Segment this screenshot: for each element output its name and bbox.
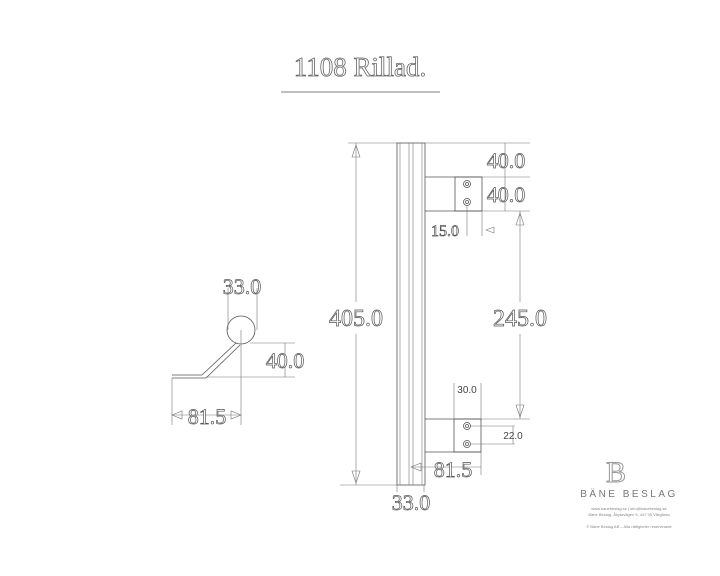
brand-address: Bäne Beslag, Åkytavägen 5, 447 95 Vårgår… [588,512,670,517]
dim-bracket-height: 40.0 [487,182,526,207]
dim-total-length: 405.0 [329,306,383,332]
end-dim-height: 40.0 [266,348,305,373]
end-dim-diameter: 33.0 [223,274,262,299]
handle-side-view [396,142,426,486]
dim-diameter: 33.0 [392,490,431,515]
brand-logo: B [606,456,626,489]
bottom-bracket [425,418,482,453]
dim-plate-width: 30.0 [457,385,477,396]
drawing-title: 1108 Rillad. [294,52,427,82]
brand-name: BÄNE BESLAG [580,488,678,500]
dim-center-distance: 245.0 [493,306,547,332]
top-bracket [425,176,483,212]
handle-end-view [171,288,295,425]
dim-hole-offset: 15.0 [431,223,459,240]
dim-projection: 81.5 [434,457,473,482]
dim-top-offset: 40.0 [487,148,526,173]
brand-copyright: © Bäne Beslag AB – Alla rättigheter rese… [586,524,672,529]
dim-hole-spacing: 22.0 [503,431,523,442]
end-dim-projection: 81.5 [188,404,227,429]
brand-contact: www.banebeslag.se | info@banebeslag.se [591,506,667,511]
